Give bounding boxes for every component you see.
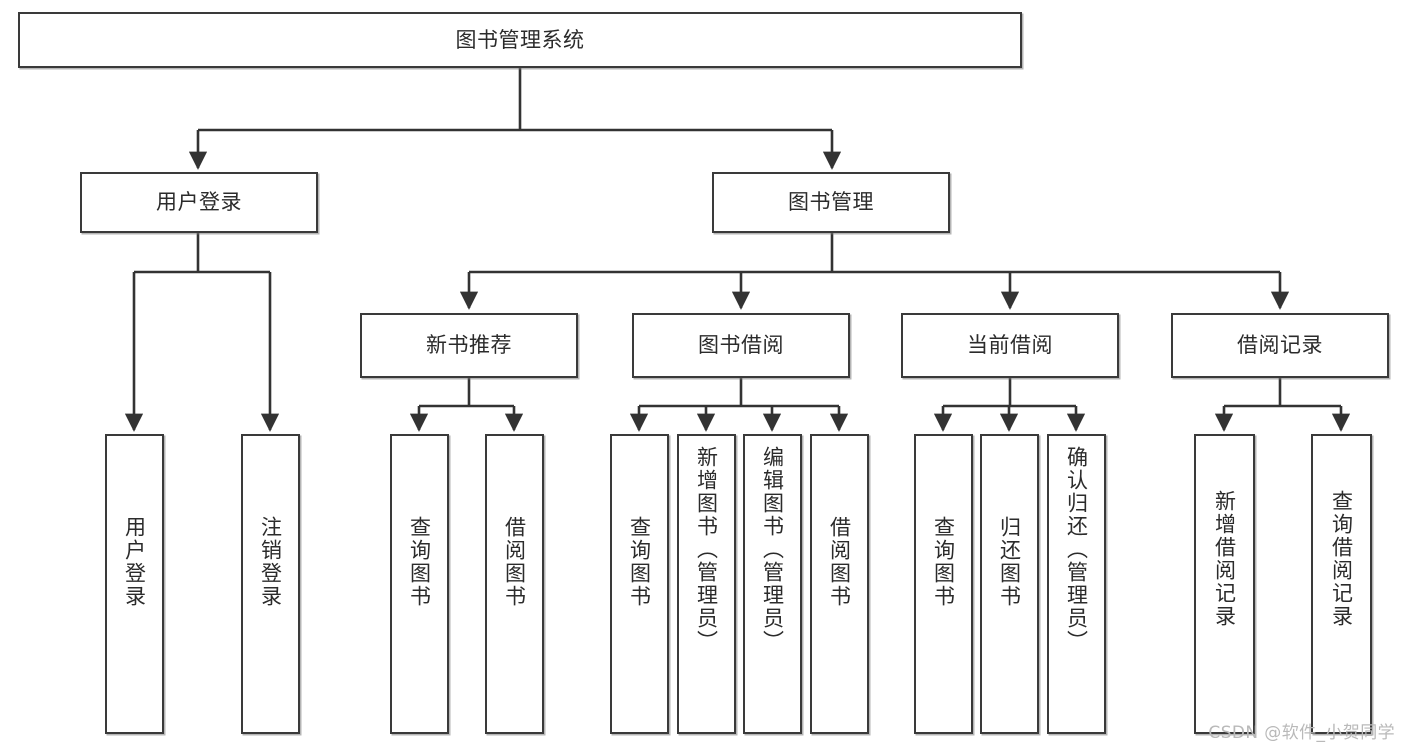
node-leaf-query-book-3[interactable]: 查询图书 — [914, 434, 973, 734]
node-leaf-user-login-label: 用户登录 — [122, 516, 147, 608]
node-leaf-return-book-label: 归还图书 — [997, 516, 1022, 608]
node-book-manage[interactable]: 图书管理 — [712, 172, 950, 233]
node-leaf-query-record[interactable]: 查询借阅记录 — [1311, 434, 1372, 734]
node-root-label: 图书管理系统 — [455, 27, 585, 52]
node-leaf-edit-book[interactable]: 编辑图书（管理员） — [743, 434, 802, 734]
node-book-borrow-label: 图书借阅 — [698, 333, 784, 358]
node-leaf-query-book-2[interactable]: 查询图书 — [610, 434, 669, 734]
node-book-borrow[interactable]: 图书借阅 — [632, 313, 850, 378]
node-user-login[interactable]: 用户登录 — [80, 172, 318, 233]
node-borrow-record-label: 借阅记录 — [1237, 333, 1323, 358]
node-leaf-query-record-label: 查询借阅记录 — [1329, 490, 1354, 628]
node-leaf-borrow-book-2[interactable]: 借阅图书 — [810, 434, 869, 734]
node-book-manage-label: 图书管理 — [788, 190, 874, 215]
node-current-borrow-label: 当前借阅 — [967, 333, 1053, 358]
node-leaf-add-book-label: 新增图书（管理员） — [694, 446, 719, 653]
node-leaf-user-login[interactable]: 用户登录 — [105, 434, 164, 734]
node-new-book-rec-label: 新书推荐 — [426, 333, 512, 358]
node-leaf-query-book-1-label: 查询图书 — [407, 516, 432, 608]
node-leaf-add-record-label: 新增借阅记录 — [1212, 490, 1237, 628]
node-leaf-confirm-return[interactable]: 确认归还（管理员） — [1047, 434, 1106, 734]
node-borrow-record[interactable]: 借阅记录 — [1171, 313, 1389, 378]
node-leaf-return-book[interactable]: 归还图书 — [980, 434, 1039, 734]
node-leaf-query-book-1[interactable]: 查询图书 — [390, 434, 449, 734]
node-leaf-logout-label: 注销登录 — [258, 516, 283, 608]
node-leaf-logout[interactable]: 注销登录 — [241, 434, 300, 734]
node-leaf-borrow-book-2-label: 借阅图书 — [827, 516, 852, 608]
node-leaf-borrow-book-1-label: 借阅图书 — [502, 516, 527, 608]
node-leaf-confirm-return-label: 确认归还（管理员） — [1064, 446, 1089, 653]
node-new-book-rec[interactable]: 新书推荐 — [360, 313, 578, 378]
node-leaf-query-book-2-label: 查询图书 — [627, 516, 652, 608]
node-leaf-query-book-3-label: 查询图书 — [931, 516, 956, 608]
node-root[interactable]: 图书管理系统 — [18, 12, 1022, 68]
node-leaf-borrow-book-1[interactable]: 借阅图书 — [485, 434, 544, 734]
node-current-borrow[interactable]: 当前借阅 — [901, 313, 1119, 378]
node-leaf-add-record[interactable]: 新增借阅记录 — [1194, 434, 1255, 734]
node-user-login-label: 用户登录 — [156, 190, 242, 215]
node-leaf-edit-book-label: 编辑图书（管理员） — [760, 446, 785, 653]
node-leaf-add-book[interactable]: 新增图书（管理员） — [677, 434, 736, 734]
